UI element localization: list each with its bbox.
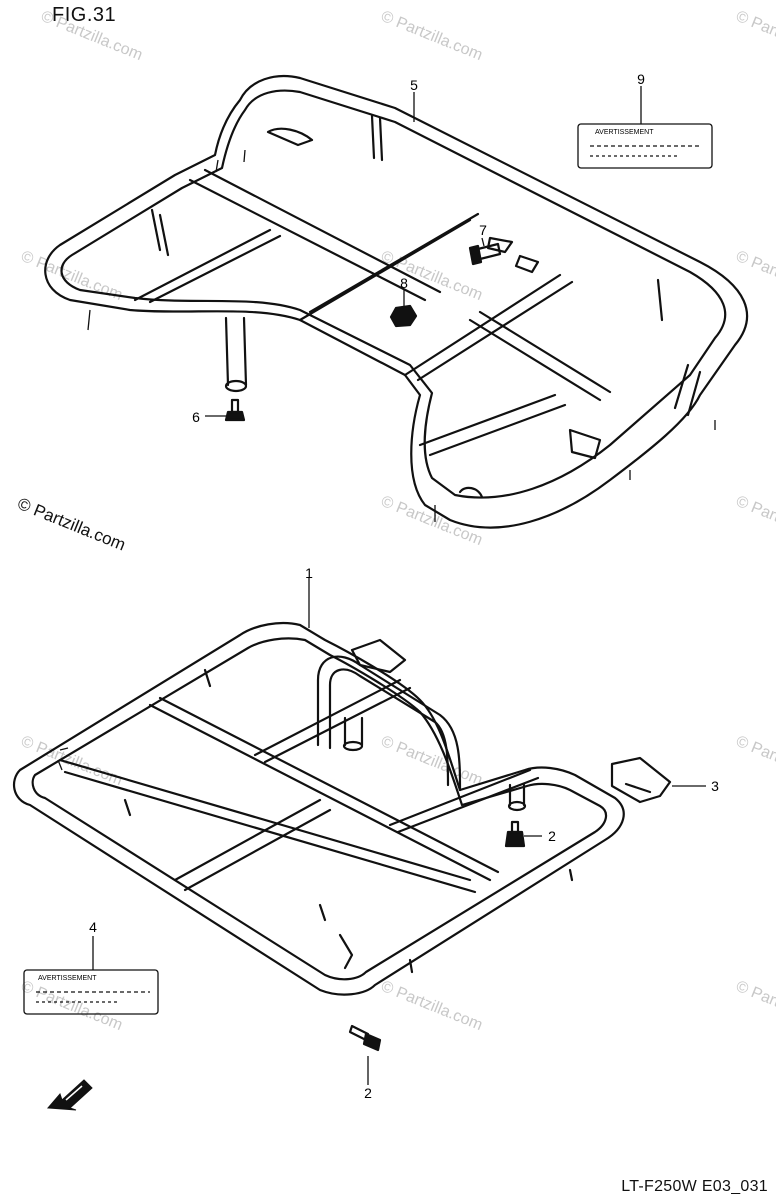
callout-1: 1 xyxy=(305,565,313,581)
bolt-part-7 xyxy=(468,237,502,266)
bolt-part-2-lower xyxy=(348,1024,382,1085)
callout-7: 7 xyxy=(479,222,487,238)
bolt-part-2-upper xyxy=(504,820,542,848)
watermark-text: © Partzilla.com xyxy=(379,8,485,64)
front-carrier-rack xyxy=(12,621,625,996)
callout-5: 5 xyxy=(410,77,418,93)
watermark-text: © Partzilla.com xyxy=(734,733,776,789)
watermark-text: © Partzilla.com xyxy=(379,493,485,549)
watermark-text: © Partzilla.com xyxy=(39,8,145,64)
watermark-text: © Partzilla.com xyxy=(379,733,485,789)
watermark-text: © Partzilla.com xyxy=(734,978,776,1034)
callout-2-lower: 2 xyxy=(364,1085,372,1101)
watermark-text: © Partzilla.com xyxy=(379,248,485,304)
front-direction-arrow-icon xyxy=(46,1079,93,1111)
bolt-part-6 xyxy=(205,398,246,422)
diagram-code: LT-F250W E03_031 xyxy=(621,1178,768,1195)
warning-label-heading: AVERTISSEMENT xyxy=(38,975,97,982)
figure-title: FIG.31 xyxy=(52,4,117,26)
callout-6: 6 xyxy=(192,409,200,425)
watermark-text: © Partzilla.com xyxy=(19,978,125,1034)
watermark-text: © Partzilla.com xyxy=(379,978,485,1034)
handle-plate-part-3 xyxy=(610,756,706,804)
callout-4: 4 xyxy=(89,919,97,935)
warning-label-part-4: AVERTISSEMENT xyxy=(23,969,159,1015)
callout-2-upper: 2 xyxy=(548,828,556,844)
callout-numbers: 5 9 7 8 6 1 3 2 4 2 xyxy=(89,71,719,1101)
warning-label-heading: AVERTISSEMENT xyxy=(595,129,654,136)
watermark-text: © Partzilla.com xyxy=(734,493,776,549)
callout-3: 3 xyxy=(711,778,719,794)
rear-carrier-rack xyxy=(44,74,749,529)
warning-label-part-9: AVERTISSEMENT xyxy=(577,123,713,169)
callout-9: 9 xyxy=(637,71,645,87)
watermarks: © Partzilla.com © Partzilla.com © Partzi… xyxy=(19,8,776,1034)
callout-8: 8 xyxy=(400,275,408,291)
nut-part-8 xyxy=(389,290,418,328)
watermark-text: © Partzilla.com xyxy=(734,8,776,64)
